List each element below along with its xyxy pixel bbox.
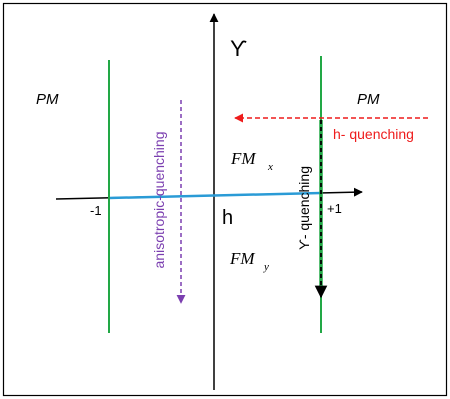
fm-y-label: FM y xyxy=(229,249,269,273)
h-axis-label: h xyxy=(222,207,233,229)
fm-x-main: FM xyxy=(230,149,256,168)
gamma-quenching-label: ϒ- quenching xyxy=(296,166,312,250)
h-quenching-label: h- quenching xyxy=(333,126,414,142)
fm-y-main: FM xyxy=(229,249,255,268)
pm-left-label: PM xyxy=(36,91,59,108)
fm-y-subscript: y xyxy=(263,261,269,273)
tick-plus-one: +1 xyxy=(327,201,342,216)
fm-x-subscript: x xyxy=(267,161,273,173)
gamma-axis-label: ϒ xyxy=(230,36,247,61)
h-axis-critical-segment xyxy=(108,191,322,200)
tick-minus-one: -1 xyxy=(90,203,102,218)
anisotropic-quenching-label: anisotropic-quenching xyxy=(151,132,167,269)
pm-right-label: PM xyxy=(357,91,380,108)
fm-x-label: FM x xyxy=(230,149,273,173)
